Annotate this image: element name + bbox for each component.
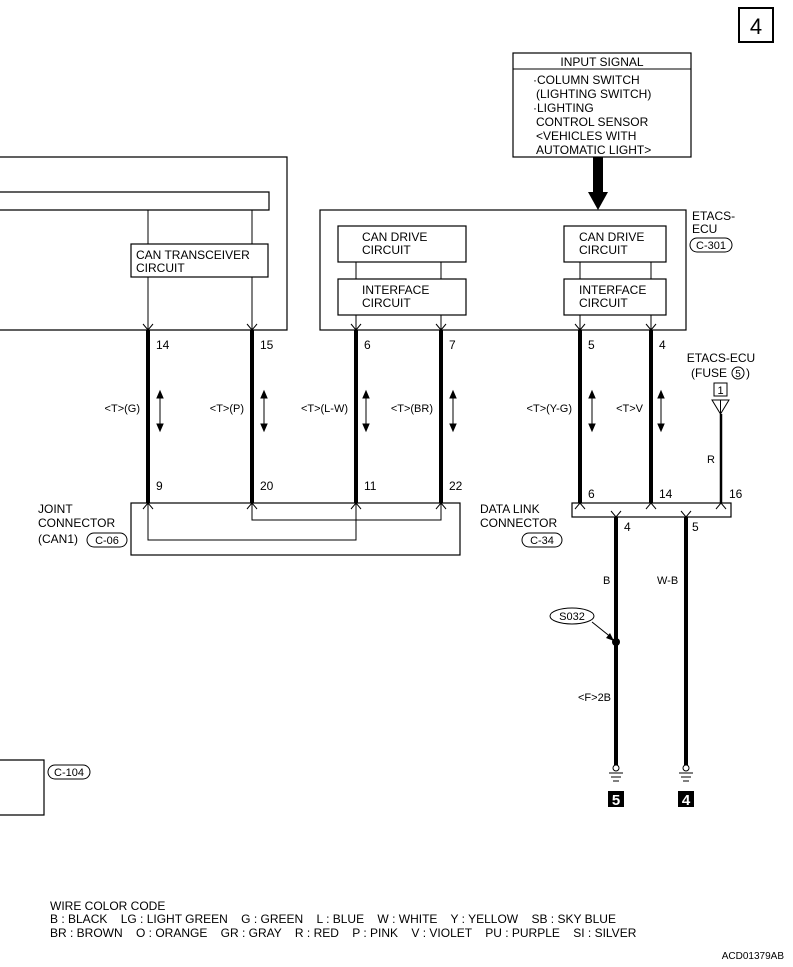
pin-number: 22	[449, 479, 463, 493]
page-number: 4	[750, 14, 762, 39]
wire-label: <T>(G)	[105, 403, 140, 415]
fuse-box-number-frame	[713, 382, 728, 397]
signal-arrow-shaft	[593, 157, 603, 195]
splice-badge	[549, 607, 595, 625]
fuse-ref-close: )	[746, 366, 750, 380]
left-unit-outline	[0, 156, 288, 331]
pin-number: 5	[588, 338, 595, 352]
wire-label: <T>(L-W)	[301, 403, 348, 415]
pin-number: 6	[588, 487, 595, 501]
interface-label: CIRCUIT	[362, 296, 411, 310]
data-link-connector-badge	[521, 532, 563, 548]
joint-connector-code: C-06	[95, 535, 119, 547]
input-signal-line: (LIGHTING SWITCH)	[536, 87, 651, 101]
joint-connector-badge	[86, 532, 128, 548]
can-drive-box-right	[563, 225, 667, 263]
input-signal-line: CONTROL SENSOR	[536, 115, 649, 129]
interface-box-right	[563, 278, 667, 316]
fuse-number-circle	[731, 366, 745, 380]
ground-wire-color: B	[603, 575, 610, 587]
ground-number-box	[678, 791, 694, 807]
etacs-ecu-box	[319, 209, 687, 331]
data-link-connector-label: CONNECTOR	[480, 516, 557, 530]
pin-number: 11	[364, 479, 377, 493]
joint-link	[251, 503, 442, 521]
joint-connector-label: (CAN1)	[38, 532, 78, 546]
fuse-wire-color: R	[707, 454, 715, 466]
ground-wire-color: W-B	[657, 575, 678, 587]
wire-label: <T>(P)	[210, 403, 244, 415]
pin-number: 9	[156, 479, 163, 493]
etacs-name: ETACS-	[692, 209, 735, 223]
left-unit-inner	[0, 191, 270, 211]
wire-bundle	[146, 330, 653, 503]
input-signal-line: ·LIGHTING	[533, 101, 594, 115]
pin-number: 14	[156, 338, 170, 352]
pin-number: 5	[692, 520, 699, 534]
wire-label: <T>(Y-G)	[527, 403, 572, 415]
can-transceiver-box	[130, 243, 269, 278]
pin-number: 16	[729, 487, 743, 501]
ground-icon	[679, 764, 693, 782]
c104-badge	[47, 764, 91, 780]
pin-number: 6	[364, 338, 371, 352]
ground-lower-label: <F>2B	[578, 692, 611, 704]
can-transceiver-label: CAN TRANSCEIVER	[136, 248, 250, 262]
interface-label: CIRCUIT	[579, 296, 628, 310]
signal-arrow-head	[588, 192, 608, 210]
input-signal-line: <VEHICLES WITH	[536, 129, 636, 143]
fuse-ref-fuse: (FUSE	[691, 366, 727, 380]
pin-number: 14	[659, 487, 673, 501]
can-drive-label: CAN DRIVE	[579, 230, 644, 244]
interface-label: INTERFACE	[579, 283, 646, 297]
joint-connector-label: JOINT	[38, 502, 73, 516]
c104-code: C-104	[54, 767, 84, 779]
input-signal-title: INPUT SIGNAL	[560, 55, 643, 69]
data-link-connector-box	[571, 502, 732, 518]
input-signal-line: ·COLUMN SWITCH	[533, 73, 640, 87]
page-number-box	[738, 7, 774, 43]
can-transceiver-label: CIRCUIT	[136, 261, 185, 275]
input-signal-line: AUTOMATIC LIGHT>	[536, 143, 651, 157]
data-link-connector-code: C-34	[530, 535, 554, 547]
can-drive-box-left	[337, 225, 467, 263]
fuse-number: 5	[735, 369, 741, 380]
fuse-box-number: 1	[717, 385, 723, 397]
etacs-connector-badge	[689, 237, 733, 253]
wire-label: <T>V	[616, 403, 644, 415]
c104-unit	[0, 759, 45, 816]
fuse-ref-title: ETACS-ECU	[687, 351, 755, 365]
splice-label: S032	[559, 611, 585, 623]
pin-number: 15	[260, 338, 274, 352]
can-drive-label: CIRCUIT	[362, 243, 411, 257]
interface-label: INTERFACE	[362, 283, 429, 297]
ground-number: 5	[612, 792, 620, 809]
joint-connector-box	[130, 502, 461, 556]
legend-line: BR : BROWN O : ORANGE GR : GRAY R : RED …	[50, 926, 637, 940]
data-link-connector-label: DATA LINK	[480, 502, 540, 516]
ground-number-box	[608, 791, 624, 807]
splice-dot	[612, 638, 620, 646]
etacs-name: ECU	[692, 222, 717, 236]
can-drive-label: CIRCUIT	[579, 243, 628, 257]
ground-number: 4	[682, 792, 691, 809]
pin-number: 4	[624, 520, 631, 534]
pin-number: 4	[659, 338, 666, 352]
can-drive-label: CAN DRIVE	[362, 230, 427, 244]
etacs-connector: C-301	[696, 240, 726, 252]
joint-connector-label: CONNECTOR	[38, 516, 115, 530]
legend-title: WIRE COLOR CODE	[50, 899, 165, 913]
wire-label: <T>(BR)	[391, 403, 433, 415]
joint-link	[147, 503, 357, 541]
bidirectional-arrows	[156, 389, 665, 433]
ground-icon	[609, 764, 623, 782]
pin-number: 7	[449, 338, 456, 352]
interface-box-left	[337, 278, 467, 316]
legend-line: B : BLACK LG : LIGHT GREEN G : GREEN L :…	[50, 912, 616, 926]
pin-number: 20	[260, 479, 274, 493]
figure-id: ACD01379AB	[722, 951, 785, 962]
